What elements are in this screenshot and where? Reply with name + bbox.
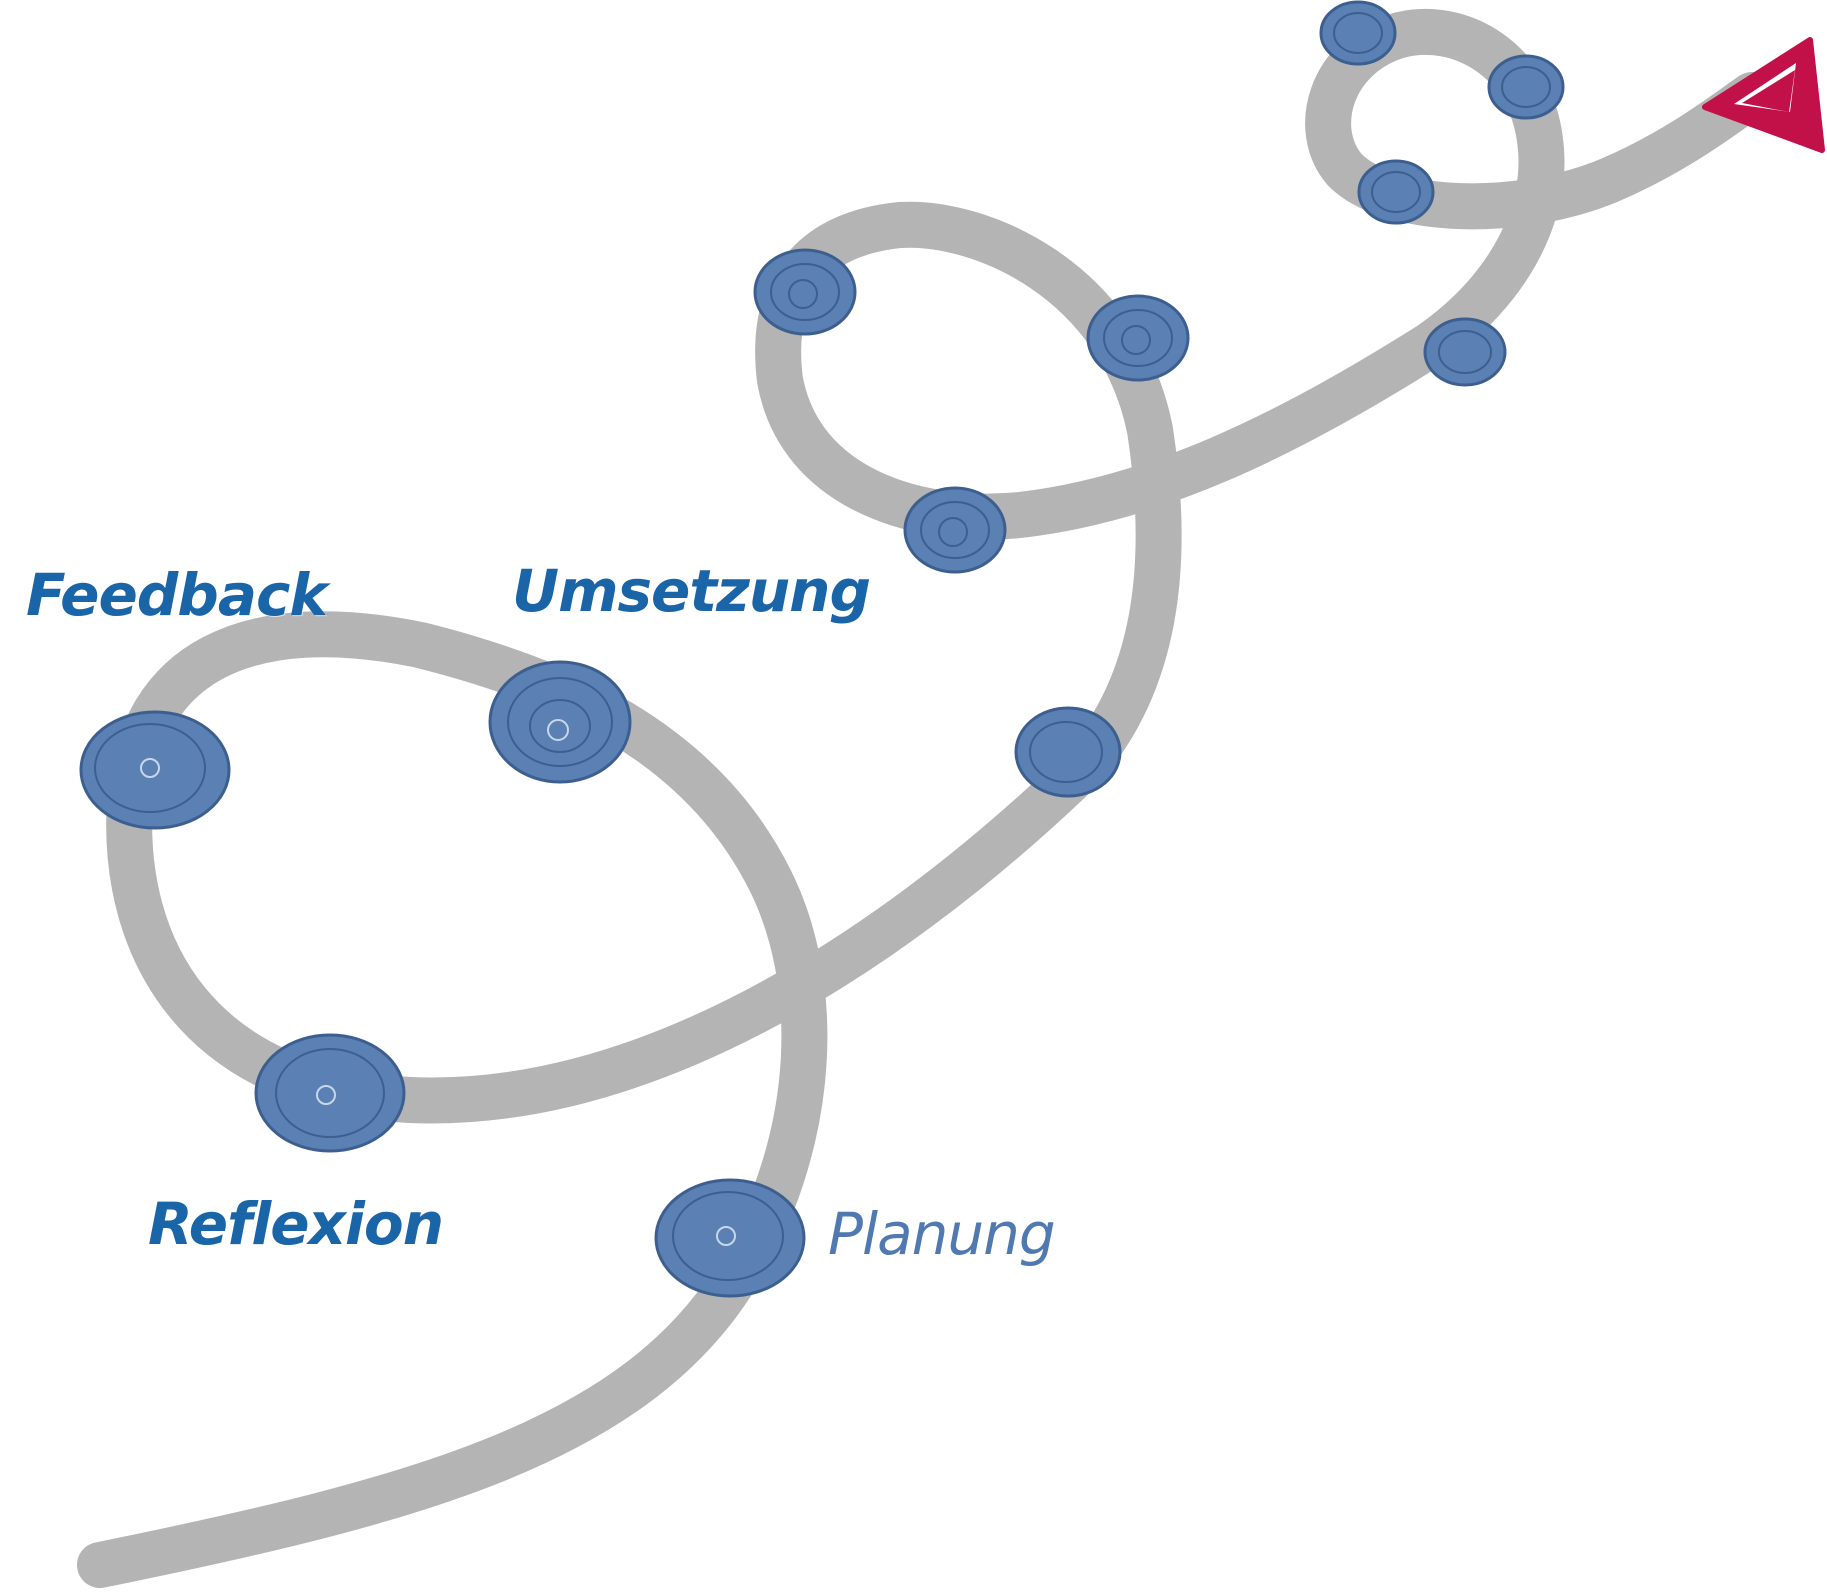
label-reflexion: Reflexion (148, 1190, 444, 1258)
node-medium-1 (1014, 706, 1122, 798)
node-feedback (79, 710, 231, 830)
node-medium-2 (903, 486, 1007, 574)
node-medium-4 (1086, 294, 1190, 382)
node-medium-3 (753, 248, 857, 336)
spiral-path (77, 8, 1775, 1588)
label-planung: Planung (828, 1200, 1056, 1268)
node-planung (654, 1178, 806, 1298)
arrow-head (1702, 37, 1825, 153)
label-umsetzung: Umsetzung (512, 557, 871, 625)
node-medium-5 (1423, 317, 1507, 387)
node-small-1 (1319, 0, 1397, 66)
node-reflexion (254, 1033, 406, 1153)
node-small-3 (1357, 159, 1435, 225)
node-umsetzung (488, 660, 632, 784)
node-small-2 (1487, 54, 1565, 120)
label-feedback: Feedback (26, 561, 328, 629)
